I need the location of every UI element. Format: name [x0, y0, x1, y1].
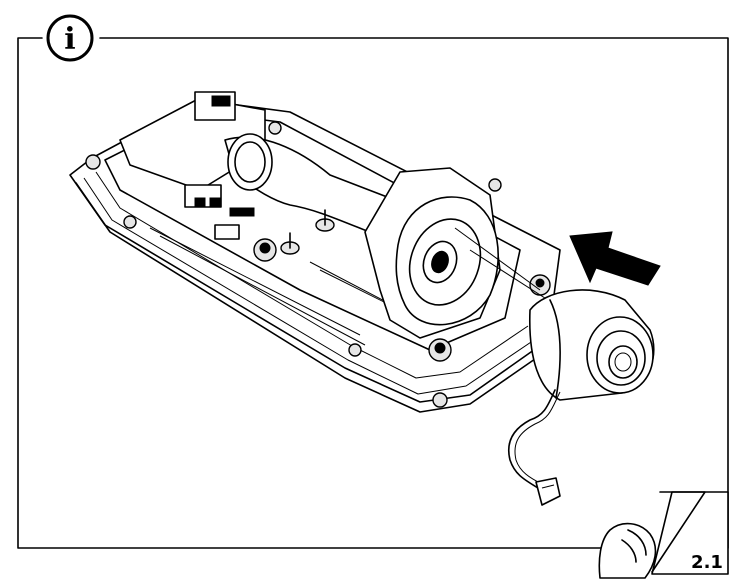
lens-mount: [364, 167, 549, 339]
info-badge: i: [46, 14, 94, 62]
camera-lens-icon: [508, 289, 655, 506]
wipe-hand-icon: [598, 491, 729, 579]
info-icon: [46, 14, 94, 62]
step-number: 2.1: [691, 552, 723, 573]
insert-arrow-icon: [569, 231, 661, 286]
screw: [85, 121, 551, 408]
info-letter: i: [64, 22, 75, 57]
